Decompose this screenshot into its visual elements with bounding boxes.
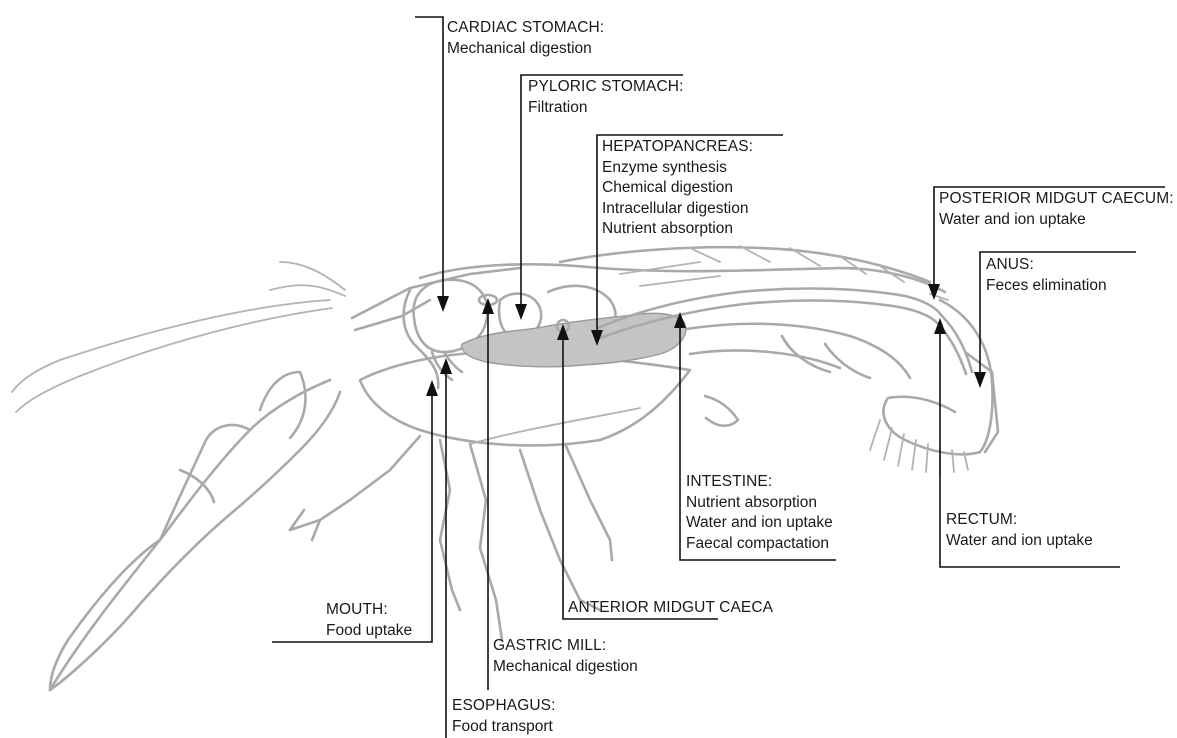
intestine-function-2: Water and ion uptake [686, 513, 833, 534]
mouth-title: MOUTH: [326, 600, 412, 621]
label-gastric-mill: GASTRIC MILL: Mechanical digestion [493, 636, 638, 677]
rectum-title: RECTUM: [946, 510, 1093, 531]
cardiac-stomach-title: CARDIAC STOMACH: [447, 18, 604, 39]
intestine-title: INTESTINE: [686, 472, 833, 493]
gastric-mill-function: Mechanical digestion [493, 657, 638, 678]
label-anus: ANUS: Feces elimination [986, 255, 1107, 296]
label-hepatopancreas: HEPATOPANCREAS: Enzyme synthesis Chemica… [602, 137, 753, 240]
label-cardiac-stomach: CARDIAC STOMACH: Mechanical digestion [447, 18, 604, 59]
posterior-midgut-caecum-function: Water and ion uptake [939, 210, 1174, 231]
cardiac-stomach-function: Mechanical digestion [447, 39, 604, 60]
label-mouth: MOUTH: Food uptake [326, 600, 412, 641]
anterior-midgut-caeca-title: ANTERIOR MIDGUT CAECA [568, 598, 773, 619]
hepatopancreas-function-1: Enzyme synthesis [602, 158, 753, 179]
crayfish-body [12, 246, 998, 690]
digestive-tract [414, 280, 972, 380]
label-intestine: INTESTINE: Nutrient absorption Water and… [686, 472, 833, 554]
pyloric-stomach-function: Filtration [528, 98, 683, 119]
esophagus-function: Food transport [452, 717, 556, 738]
hepatopancreas-function-2: Chemical digestion [602, 178, 753, 199]
esophagus-title: ESOPHAGUS: [452, 696, 556, 717]
gastric-mill-title: GASTRIC MILL: [493, 636, 638, 657]
rectum-function: Water and ion uptake [946, 531, 1093, 552]
pyloric-stomach-title: PYLORIC STOMACH: [528, 77, 683, 98]
mouth-function: Food uptake [326, 621, 412, 642]
anus-function: Feces elimination [986, 276, 1107, 297]
label-posterior-midgut-caecum: POSTERIOR MIDGUT CAECUM: Water and ion u… [939, 189, 1174, 230]
leader-cardiac-stomach [415, 17, 443, 306]
label-pyloric-stomach: PYLORIC STOMACH: Filtration [528, 77, 683, 118]
rectum-shape [940, 316, 972, 374]
label-rectum: RECTUM: Water and ion uptake [946, 510, 1093, 551]
hepatopancreas-function-3: Intracellular digestion [602, 199, 753, 220]
hepatopancreas-function-4: Nutrient absorption [602, 219, 753, 240]
posterior-midgut-caecum-title: POSTERIOR MIDGUT CAECUM: [939, 189, 1174, 210]
label-esophagus: ESOPHAGUS: Food transport [452, 696, 556, 737]
anus-title: ANUS: [986, 255, 1107, 276]
intestine-function-1: Nutrient absorption [686, 493, 833, 514]
hepatopancreas-title: HEPATOPANCREAS: [602, 137, 753, 158]
intestine-function-3: Faecal compactation [686, 534, 833, 555]
label-anterior-midgut-caeca: ANTERIOR MIDGUT CAECA [568, 598, 773, 619]
